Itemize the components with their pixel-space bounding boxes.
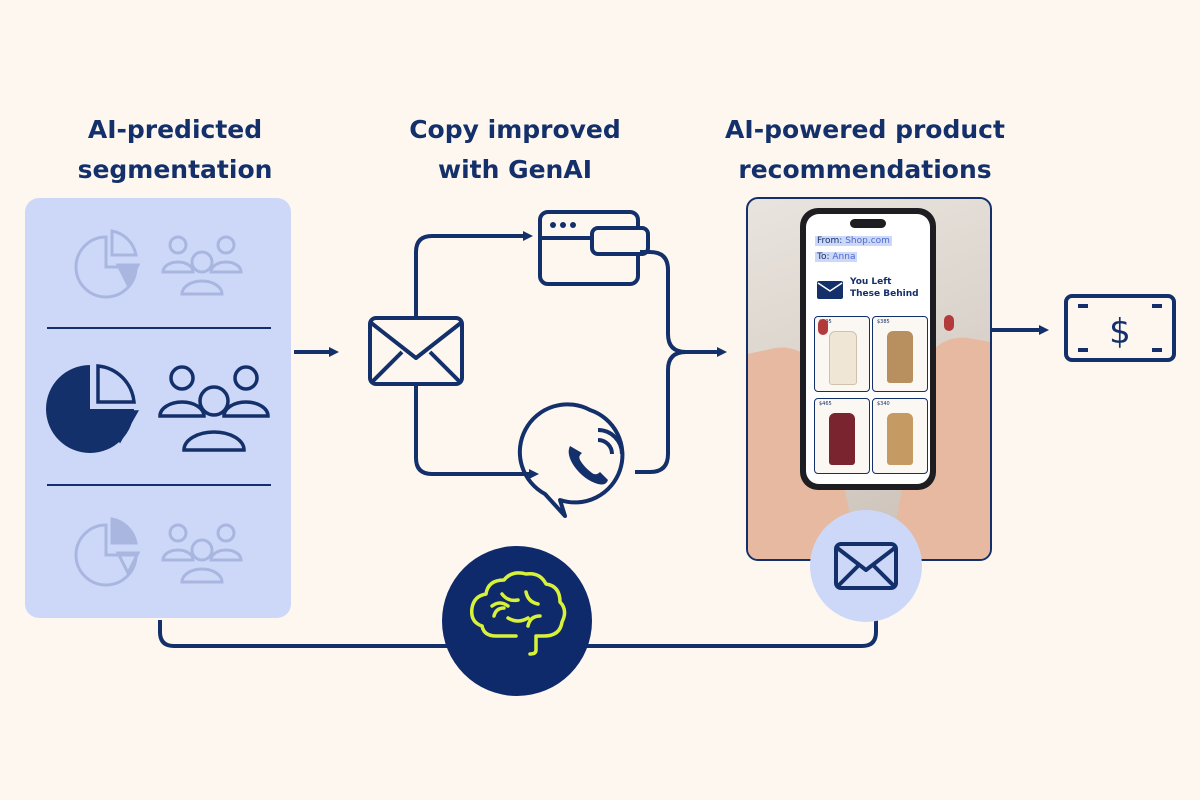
segmentation-heading-line-2: segmentation <box>77 155 273 184</box>
phone-photo: From: Shop.com To: Anna You Left These B… <box>746 197 992 561</box>
email-subject-line-2: These Behind <box>850 289 919 299</box>
segment-divider <box>47 484 271 486</box>
ai-brain-badge <box>442 546 592 696</box>
product-card: $340 <box>872 398 928 474</box>
brain-icon <box>469 571 567 656</box>
copy-heading: Copy improved with GenAI <box>365 110 665 190</box>
segmentation-heading-line-1: AI-predicted <box>87 115 263 144</box>
pie-chart-icon <box>74 517 141 587</box>
pie-chart-icon <box>74 229 141 299</box>
product-price: $465 <box>819 401 832 407</box>
product-card: $385 <box>872 316 928 392</box>
recommendations-heading: AI-powered product recommendations <box>695 110 1035 190</box>
email-subject: You Left These Behind <box>850 276 919 300</box>
people-group-icon <box>158 365 270 452</box>
people-group-icon <box>161 523 243 584</box>
smartphone: From: Shop.com To: Anna You Left These B… <box>800 208 936 490</box>
product-card: $295 <box>814 316 870 392</box>
merge-connector <box>635 250 727 474</box>
email-subject-line-1: You Left <box>850 277 892 287</box>
recommendations-heading-line-2: recommendations <box>738 155 992 184</box>
envelope-icon <box>817 281 843 299</box>
fingernail <box>818 319 828 335</box>
email-from-line: From: Shop.com <box>815 236 892 246</box>
product-price: $340 <box>877 401 890 407</box>
phone-chat-icon <box>517 402 625 518</box>
email-badge <box>810 510 922 622</box>
phone-notch <box>850 219 886 228</box>
to-label: To: <box>817 252 830 262</box>
pie-chart-icon <box>46 364 140 453</box>
segment-divider <box>47 327 271 329</box>
from-label: From: <box>817 236 843 246</box>
from-value: Shop.com <box>845 236 890 246</box>
envelope-icon <box>834 542 898 590</box>
coat-image <box>829 413 855 465</box>
phone-screen: From: Shop.com To: Anna You Left These B… <box>806 214 930 484</box>
email-to-line: To: Anna <box>815 252 858 262</box>
browser-window-icon <box>538 210 650 286</box>
svg-text:$: $ <box>1109 312 1131 352</box>
coat-image <box>887 413 913 465</box>
browser-dots <box>550 222 576 228</box>
people-group-icon <box>161 235 243 296</box>
copy-heading-line-1: Copy improved <box>409 115 621 144</box>
coat-image <box>887 331 913 383</box>
split-connector <box>414 231 539 479</box>
copy-heading-line-2: with GenAI <box>437 155 593 184</box>
product-price: $385 <box>877 319 890 325</box>
coat-image <box>829 331 857 385</box>
fingernail <box>944 315 954 331</box>
envelope-icon <box>368 316 464 386</box>
recommendations-heading-line-1: AI-powered product <box>725 115 1005 144</box>
segmentation-heading: AI-predicted segmentation <box>30 110 320 190</box>
to-value: Anna <box>832 252 856 262</box>
dollar-bill-icon: $ <box>1064 294 1176 362</box>
product-card: $465 <box>814 398 870 474</box>
